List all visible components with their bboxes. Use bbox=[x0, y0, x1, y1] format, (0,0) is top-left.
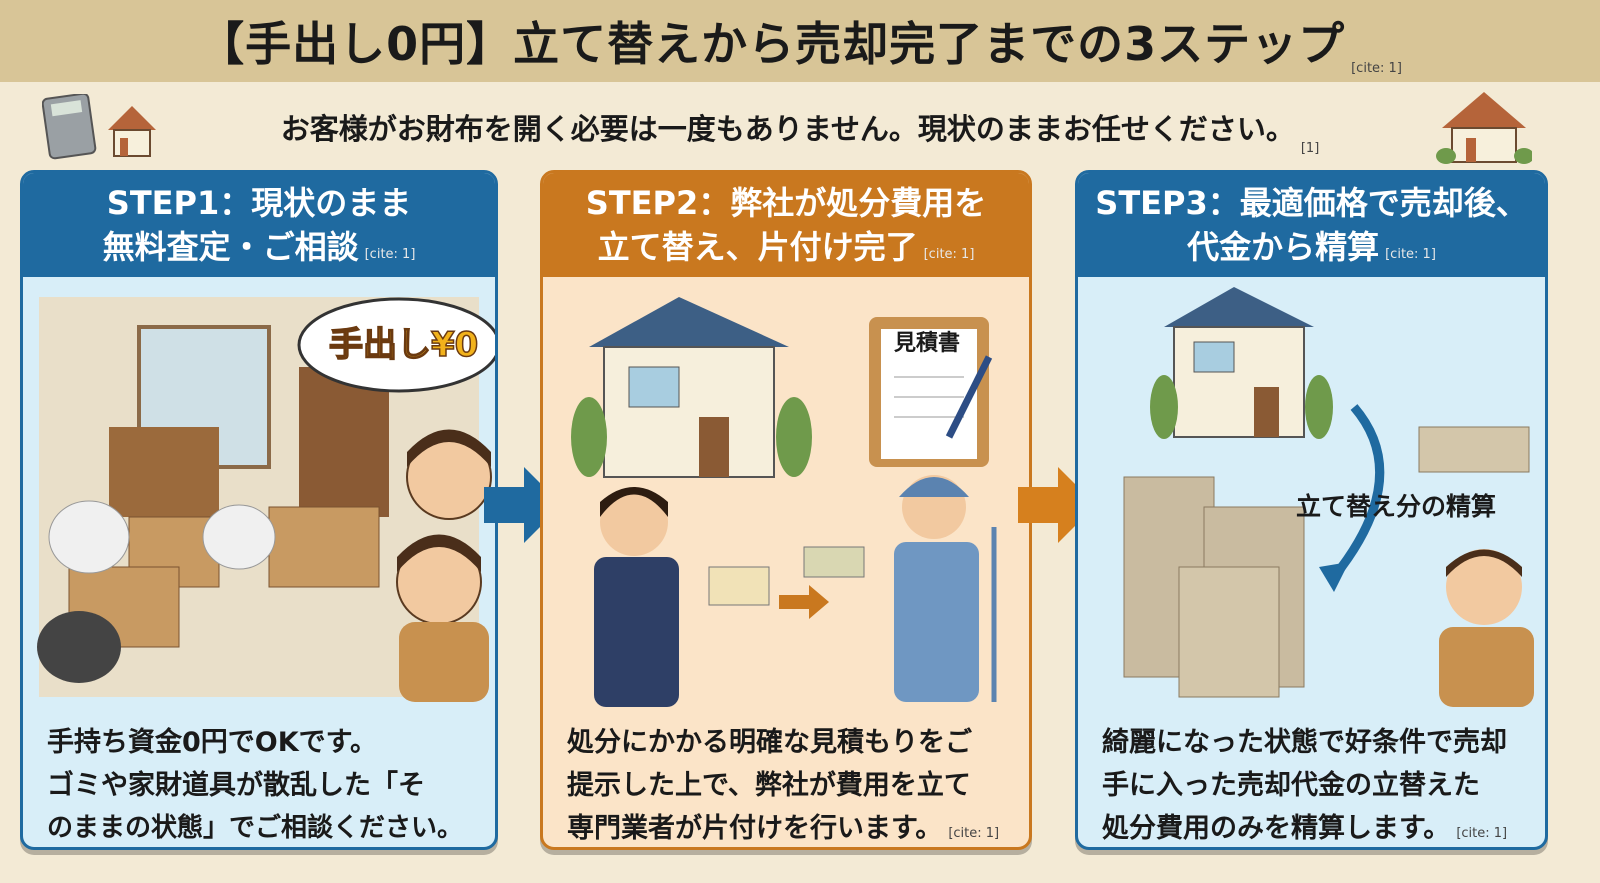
cluttered-room-illustration: 手出し¥0 bbox=[29, 277, 495, 707]
step3-description: 綺麗になった状態で好条件で売却 手に入った売却代金の立替えた 処分費用のみを精算… bbox=[1102, 721, 1533, 847]
step1-line: ゴミや家財道具が散乱した「そ bbox=[47, 770, 425, 801]
step1-title-line1: STEP1：現状のまま bbox=[106, 184, 412, 222]
cleanup-illustration: 見積書 bbox=[549, 277, 1023, 707]
step1-header: STEP1：現状のまま 無料査定・ご相談 [cite: 1] bbox=[23, 173, 495, 277]
step3-title-line2: 代金から精算 bbox=[1187, 228, 1380, 266]
tagline: お客様がお財布を開く必要は一度もありません。現状のままお任せください。 [1] bbox=[0, 92, 1600, 164]
step2-title-line2: 立て替え、片付け完了 bbox=[597, 228, 918, 266]
zero-payment-bubble: 手出し¥0 bbox=[328, 324, 479, 366]
calculator-icon bbox=[42, 94, 97, 160]
step2-header: STEP2：弊社が処分費用を 立て替え、片付け完了 [cite: 1] bbox=[543, 173, 1029, 277]
step3-title-line1: STEP3：最適価格で売却後、 bbox=[1095, 184, 1528, 222]
step2-cite: [cite: 1] bbox=[923, 247, 975, 262]
step1-panel: STEP1：現状のまま 無料査定・ご相談 [cite: 1] 手出し¥0 手持ち資… bbox=[20, 170, 498, 850]
step2-title-line1: STEP2：弊社が処分費用を bbox=[585, 184, 987, 222]
step2-panel: STEP2：弊社が処分費用を 立て替え、片付け完了 [cite: 1] 見積書 処… bbox=[540, 170, 1032, 850]
step3-header: STEP3：最適価格で売却後、 代金から精算 [cite: 1] bbox=[1078, 173, 1545, 277]
step2-line: 専門業者が片付けを行います。 bbox=[567, 813, 943, 844]
tagline-text: お客様がお財布を開く必要は一度もありません。現状のままお任せください。 bbox=[280, 112, 1295, 146]
step1-title-line2: 無料査定・ご相談 bbox=[102, 228, 359, 266]
step3-body-cite: [cite: 1] bbox=[1456, 826, 1508, 841]
step3-line: 綺麗になった状態で好条件で売却 bbox=[1102, 727, 1507, 758]
estimate-document-label: 見積書 bbox=[894, 331, 961, 356]
step2-description: 処分にかかる明確な見積もりをご 提示した上で、弊社が費用を立て 専門業者が片付け… bbox=[567, 721, 1017, 847]
step1-cite: [cite: 1] bbox=[364, 247, 416, 262]
tagline-cite: [1] bbox=[1300, 141, 1320, 156]
settlement-label: 立て替え分の精算 bbox=[1296, 492, 1497, 521]
step1-line: 手持ち資金0円でOKです。 bbox=[47, 727, 377, 758]
step3-cite: [cite: 1] bbox=[1385, 247, 1436, 262]
step1-line: のままの状態」でご相談ください。 bbox=[47, 813, 464, 843]
step3-line: 処分費用のみを精算します。 bbox=[1102, 813, 1451, 844]
step1-description: 手持ち資金0円でOKです。 ゴミや家財道具が散乱した「そ のままの状態」でご相談… bbox=[47, 721, 483, 847]
step2-body-cite: [cite: 1] bbox=[948, 826, 1000, 841]
sale-settlement-illustration: 立て替え分の精算 bbox=[1084, 277, 1539, 707]
small-house-icon bbox=[108, 106, 156, 157]
step2-line: 処分にかかる明確な見積もりをご bbox=[567, 727, 972, 758]
step3-panel: STEP3：最適価格で売却後、 代金から精算 [cite: 1] 立て替え分の精算… bbox=[1075, 170, 1548, 850]
step2-line: 提示した上で、弊社が費用を立て bbox=[567, 770, 971, 801]
page-title: 【手出し0円】立て替えから売却完了までの3ステップ bbox=[198, 17, 1346, 71]
house-icon bbox=[1436, 92, 1532, 164]
title-bar: 【手出し0円】立て替えから売却完了までの3ステップ [cite: 1] bbox=[0, 0, 1600, 82]
step3-line: 手に入った売却代金の立替えた bbox=[1102, 770, 1480, 801]
title-cite: [cite: 1] bbox=[1351, 61, 1402, 76]
